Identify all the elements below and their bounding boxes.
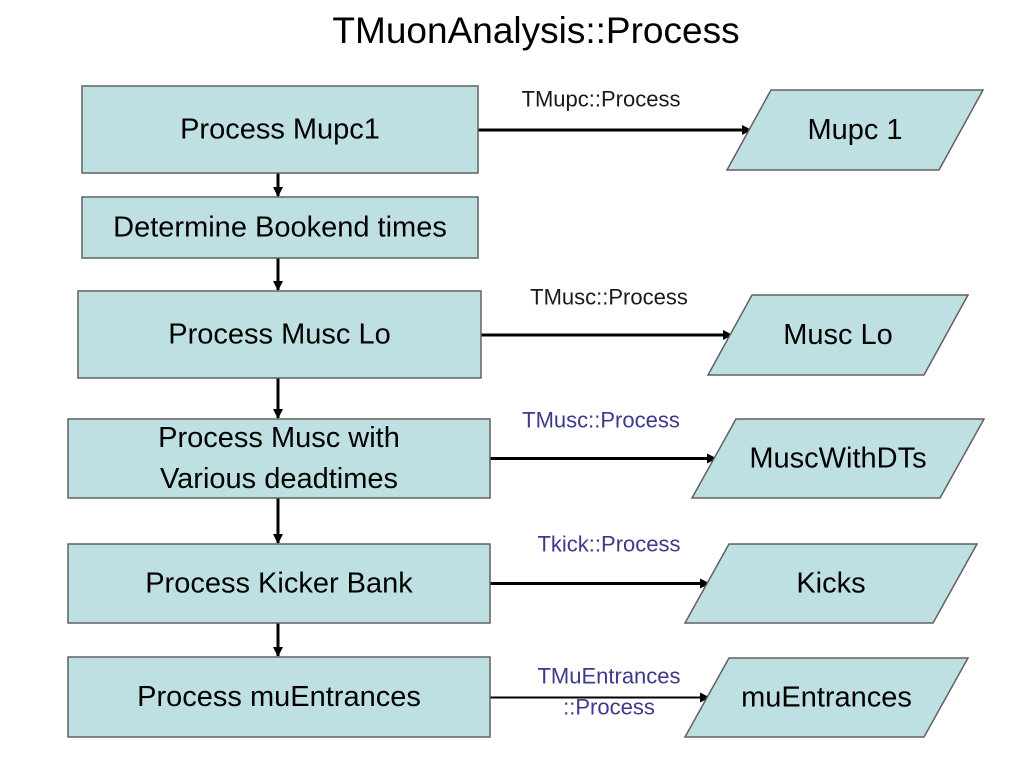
- output-parallelogram: [683, 543, 979, 624]
- output-2: Musc Lo: [706, 294, 970, 376]
- output-label: muEntrances: [741, 682, 912, 714]
- output-label: Mupc 1: [807, 114, 902, 146]
- process-box: [67, 418, 491, 499]
- process-box: [81, 196, 479, 259]
- edge-label-1: TMupc::Process: [522, 87, 681, 112]
- output-parallelogram: [725, 89, 985, 171]
- process-step-label: Process Kicker Bank: [145, 568, 413, 600]
- process-step-2: Determine Bookend times: [81, 196, 479, 259]
- diagram-title: TMuonAnalysis::Process: [332, 10, 740, 51]
- output-3: MuscWithDTs: [690, 418, 986, 499]
- edge-label-text: Tkick::Process: [537, 532, 680, 557]
- edge-label-text: TMusc::Process: [530, 285, 688, 310]
- edge-label-text: TMuEntrances: [537, 664, 680, 689]
- process-step-1: Process Mupc1: [81, 85, 479, 174]
- edge-label-text: ::Process: [563, 695, 655, 720]
- process-step-3: Process Musc Lo: [77, 290, 482, 379]
- output-parallelogram: [683, 657, 970, 738]
- edge-label-4: Tkick::Process: [537, 532, 680, 557]
- process-box: [77, 290, 482, 379]
- edge-label-3: TMusc::Process: [522, 408, 680, 433]
- output-parallelogram: [706, 294, 970, 376]
- process-box: [81, 85, 479, 174]
- process-step-label: Determine Bookend times: [113, 212, 447, 244]
- edge-label-5: TMuEntrances::Process: [537, 664, 680, 720]
- process-step-5: Process Kicker Bank: [67, 543, 491, 624]
- process-step-label: Process Musc with: [158, 422, 400, 454]
- process-box: [67, 656, 491, 738]
- process-step-label: Process Musc Lo: [168, 319, 390, 351]
- edge-label-2: TMusc::Process: [530, 285, 688, 310]
- process-step-label: Process Mupc1: [180, 114, 380, 146]
- output-4: Kicks: [683, 543, 979, 624]
- output-label: MuscWithDTs: [749, 443, 926, 475]
- output-label: Kicks: [796, 568, 865, 600]
- process-step-6: Process muEntrances: [67, 656, 491, 738]
- output-5: muEntrances: [683, 657, 970, 738]
- output-1: Mupc 1: [725, 89, 985, 171]
- output-parallelogram: [690, 418, 986, 499]
- edge-label-text: TMusc::Process: [522, 408, 680, 433]
- edge-label-text: TMupc::Process: [522, 87, 681, 112]
- process-step-label: Various deadtimes: [160, 463, 398, 495]
- process-box: [67, 543, 491, 624]
- output-label: Musc Lo: [783, 319, 893, 351]
- process-step-label: Process muEntrances: [137, 681, 421, 713]
